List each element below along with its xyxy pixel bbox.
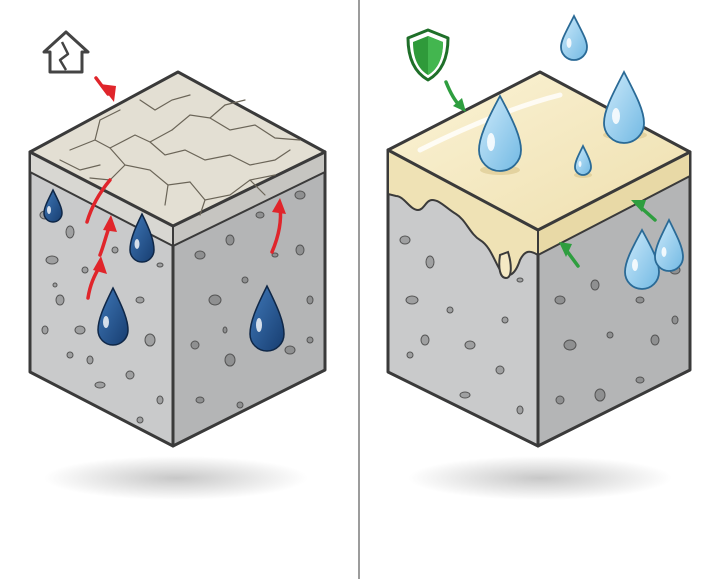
water-drop [603, 70, 645, 144]
surface-cracks [59, 94, 301, 216]
concrete-pores-left-protected [399, 235, 524, 415]
water-drop [478, 94, 522, 172]
protected-panel [386, 13, 692, 500]
left-ground-shadow [44, 456, 308, 500]
concrete-pores-right [190, 190, 314, 409]
sealant-drip [498, 250, 512, 280]
water-drop [129, 212, 155, 263]
damaged-panel [28, 30, 327, 500]
water-drop [654, 217, 684, 272]
water-drop [43, 188, 63, 223]
cracked-house-icon [42, 30, 90, 74]
beading-water-drops [478, 13, 684, 290]
right-ground-shadow [408, 456, 672, 500]
shield-icon [406, 28, 450, 82]
water-drop [249, 284, 285, 352]
sealant-top-face [386, 70, 692, 232]
penetrating-water-drops [43, 188, 285, 352]
water-drop [560, 13, 588, 61]
sealant-side-left [387, 148, 539, 277]
water-drop [574, 143, 592, 176]
water-drop [97, 286, 129, 346]
